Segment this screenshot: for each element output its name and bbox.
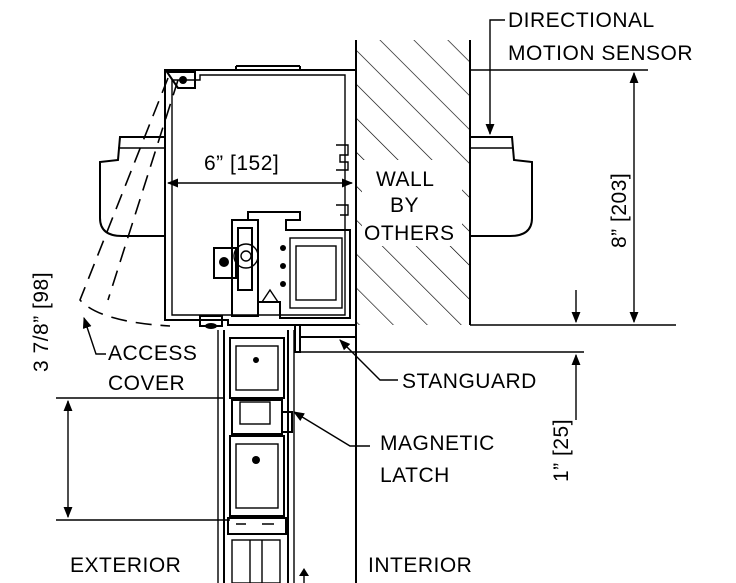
wall-label-line1: WALL: [376, 168, 434, 191]
stanguard-leader: [339, 339, 398, 381]
sensor-label-line1: DIRECTIONAL: [508, 9, 655, 32]
door-panel: [217, 330, 295, 583]
header-housing: [164, 65, 357, 326]
gap-dimension: [300, 290, 584, 420]
exterior-label: EXTERIOR: [70, 554, 181, 577]
latch-leader: [293, 411, 370, 447]
latch-label-line2: LATCH: [380, 464, 450, 487]
wall-label-line2: BY: [390, 194, 419, 217]
sensor-leader: [485, 19, 505, 136]
access-cover-label-line2: COVER: [108, 372, 185, 395]
access-cover-swing: [79, 77, 171, 327]
access-cover-swing-inner: [107, 79, 179, 301]
cover-dimension: [56, 397, 230, 521]
stanguard-label: STANGUARD: [402, 370, 537, 393]
height-dimension-label: 8” [203]: [608, 173, 631, 248]
track-assembly: [199, 211, 351, 329]
motion-sensor-right: [470, 136, 533, 237]
width-dimension-label: 6” [152]: [204, 152, 279, 175]
wall-label-line3: OTHERS: [364, 222, 455, 245]
latch-label-line1: MAGNETIC: [380, 432, 495, 455]
access-cover-label-line1: ACCESS: [108, 342, 197, 365]
stanguard: [294, 325, 356, 353]
height-dimension: [470, 69, 676, 326]
gap-dimension-label: 1” [25]: [550, 419, 573, 482]
interior-label: INTERIOR: [368, 554, 472, 577]
cover-dimension-label: 3 7/8” [98]: [30, 272, 53, 372]
access-cover-leader: [82, 316, 106, 355]
sensor-label-line2: MOTION SENSOR: [508, 42, 693, 65]
wall: [355, 40, 471, 325]
motion-sensor-left: [99, 136, 165, 237]
